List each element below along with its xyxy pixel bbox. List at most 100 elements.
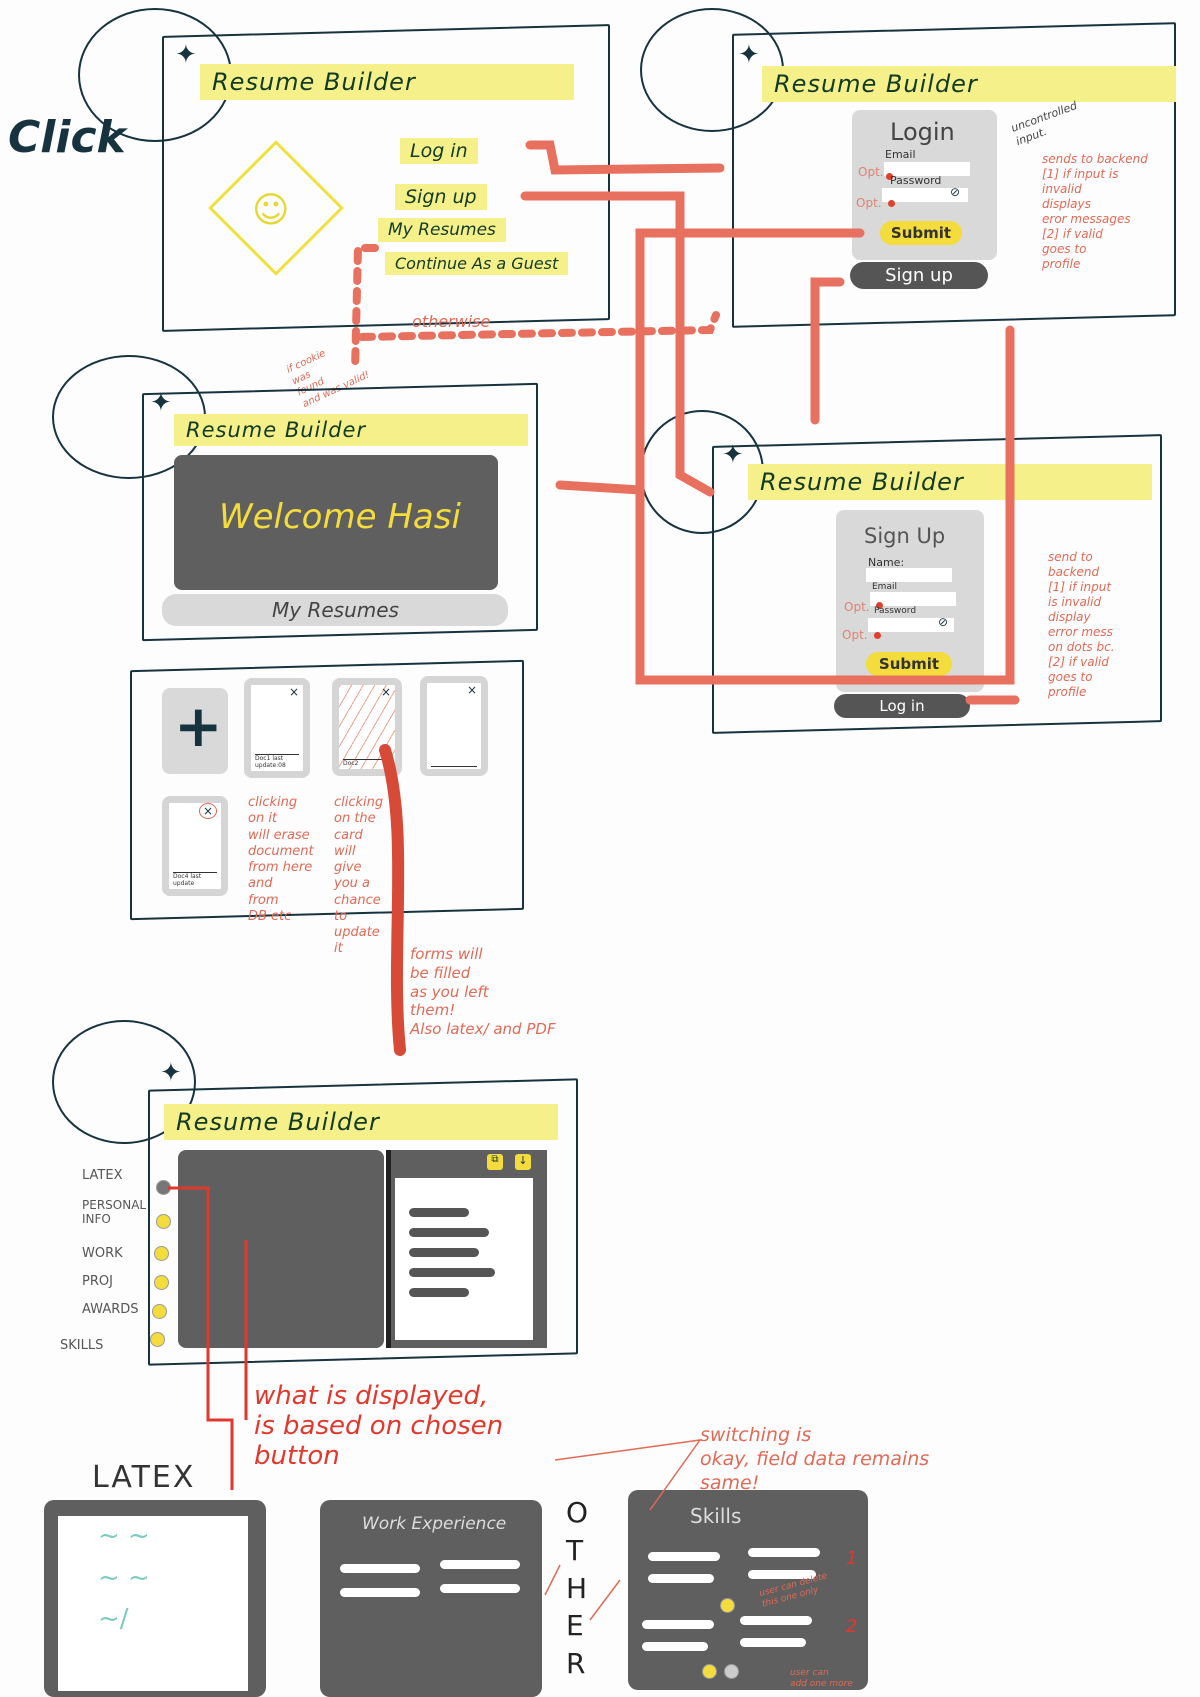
delete-icon[interactable]: × (380, 685, 391, 699)
preview-line (409, 1288, 469, 1297)
password-label: Password (874, 606, 917, 616)
card-meta: Doc1 last update:08 (255, 754, 300, 769)
email-label: Email (885, 148, 916, 161)
input-bar[interactable] (340, 1588, 420, 1597)
card-meta: Doc2 (343, 759, 391, 767)
error-dot (886, 173, 893, 180)
eye-off-icon[interactable]: ⊘ (950, 185, 961, 199)
switch-note: switching is okay, field data remains sa… (700, 1424, 930, 1494)
app-title: Resume Builder (174, 414, 528, 446)
bird-logo-icon: ✦ (738, 40, 760, 70)
section-button-skills[interactable] (150, 1332, 165, 1347)
bird-logo-icon: ✦ (722, 440, 744, 470)
login-menu-item[interactable]: Log in (400, 138, 478, 164)
password-input[interactable] (882, 188, 968, 202)
preview-line (409, 1248, 479, 1257)
group-label-2: 2 (846, 1616, 858, 1637)
signup-menu-item[interactable]: Sign up (395, 184, 487, 210)
editor-form-area (178, 1150, 384, 1348)
side-label-latex: LATEX (82, 1168, 123, 1183)
section-button-work[interactable] (154, 1246, 169, 1261)
signup-submit-button[interactable]: Submit (866, 652, 952, 676)
erase-note: clicking on it will erase document from … (248, 795, 314, 924)
error-dot (874, 632, 881, 639)
welcome-text: Welcome Hasi (219, 497, 461, 537)
delete-icon[interactable]: × (466, 683, 477, 697)
otherwise-note: otherwise (412, 312, 491, 331)
email-label: Email (872, 582, 897, 592)
delete-entry-button[interactable] (720, 1598, 735, 1613)
section-button-proj[interactable] (154, 1275, 169, 1290)
work-experience-panel: Work Experience (320, 1500, 542, 1697)
password-label: Password (890, 174, 942, 187)
add-note: user can add one more (790, 1668, 853, 1690)
input-bar[interactable] (648, 1552, 720, 1561)
guest-menu-item[interactable]: Continue As a Guest (385, 252, 569, 275)
group-label-1: 1 (846, 1548, 858, 1569)
side-label-work: WORK (82, 1246, 123, 1261)
card-click-note: clicking on the card will give you a cha… (334, 795, 384, 957)
resume-preview (395, 1178, 533, 1340)
resume-card[interactable]: × (420, 676, 488, 776)
opt-label: Opt. (856, 196, 882, 210)
error-dot (888, 200, 895, 207)
name-input[interactable] (866, 568, 952, 582)
signup-button[interactable]: Sign up (850, 262, 988, 289)
display-note: what is displayed, is based on chosen bu… (254, 1381, 504, 1471)
welcome-banner: Welcome Hasi (174, 455, 498, 590)
bird-logo-icon: ✦ (160, 1058, 182, 1088)
side-label-skills: SKILLS (60, 1338, 104, 1353)
resume-card[interactable]: × Doc1 last update:08 (244, 678, 310, 778)
preview-pane: ⧉ ↓ (386, 1150, 547, 1348)
login-button[interactable]: Log in (834, 694, 970, 718)
input-bar[interactable] (748, 1548, 820, 1557)
forms-note: forms will be filled as you left them! A… (410, 945, 556, 1038)
latex-panel: ~ ~~ ~~/ (44, 1500, 266, 1697)
input-bar[interactable] (748, 1570, 816, 1579)
delete-icon[interactable]: × (198, 803, 217, 819)
card-meta (431, 766, 477, 767)
latex-label: LATEX (92, 1460, 196, 1495)
login-submit-button[interactable]: Submit (880, 221, 962, 245)
input-bar[interactable] (440, 1584, 520, 1593)
delete-entry-button[interactable] (702, 1664, 717, 1679)
download-icon[interactable]: ↓ (515, 1154, 531, 1170)
opt-label: Opt. (842, 628, 868, 642)
other-label: OTHER (566, 1496, 589, 1681)
my-resumes-bar: My Resumes (162, 594, 508, 626)
smiley-face-icon: ☺ (252, 190, 290, 231)
input-bar[interactable] (440, 1560, 520, 1569)
bird-logo-icon: ✦ (175, 40, 197, 70)
input-bar[interactable] (642, 1620, 714, 1629)
delete-icon[interactable]: × (288, 685, 299, 699)
signup-heading: Sign Up (864, 524, 946, 548)
preview-line (409, 1268, 495, 1277)
input-bar[interactable] (642, 1642, 708, 1651)
my-resumes-menu-item[interactable]: My Resumes (378, 218, 506, 242)
skills-title: Skills (690, 1504, 742, 1528)
section-button-latex[interactable] (156, 1180, 171, 1195)
input-bar[interactable] (740, 1638, 806, 1647)
input-bar[interactable] (740, 1616, 812, 1625)
section-button-awards[interactable] (152, 1304, 167, 1319)
opt-label: Opt. (844, 600, 870, 614)
add-entry-button[interactable] (724, 1664, 739, 1679)
resume-card-selected[interactable]: × Doc2 (332, 678, 402, 776)
my-resumes-heading: My Resumes (272, 598, 399, 622)
input-bar[interactable] (648, 1574, 714, 1583)
opt-label: Opt. (858, 165, 884, 179)
plus-icon: + (174, 692, 223, 760)
loop-stroke (52, 1020, 196, 1144)
work-title: Work Experience (362, 1514, 507, 1534)
app-title: Resume Builder (164, 1104, 558, 1140)
copy-icon[interactable]: ⧉ (487, 1154, 503, 1170)
resume-card[interactable]: × Doc4 last update (162, 796, 228, 896)
add-resume-button[interactable]: + (162, 688, 228, 774)
email-input[interactable] (884, 162, 970, 176)
input-bar[interactable] (340, 1564, 420, 1573)
card-meta: Doc4 last update (173, 872, 218, 887)
side-label-personal: PERSONAL INFO (82, 1198, 147, 1226)
eye-off-icon[interactable]: ⊘ (938, 615, 949, 629)
arrow-to-welcome (555, 480, 645, 495)
login-behavior-note: sends to backend [1] if input is invalid… (1042, 152, 1148, 271)
